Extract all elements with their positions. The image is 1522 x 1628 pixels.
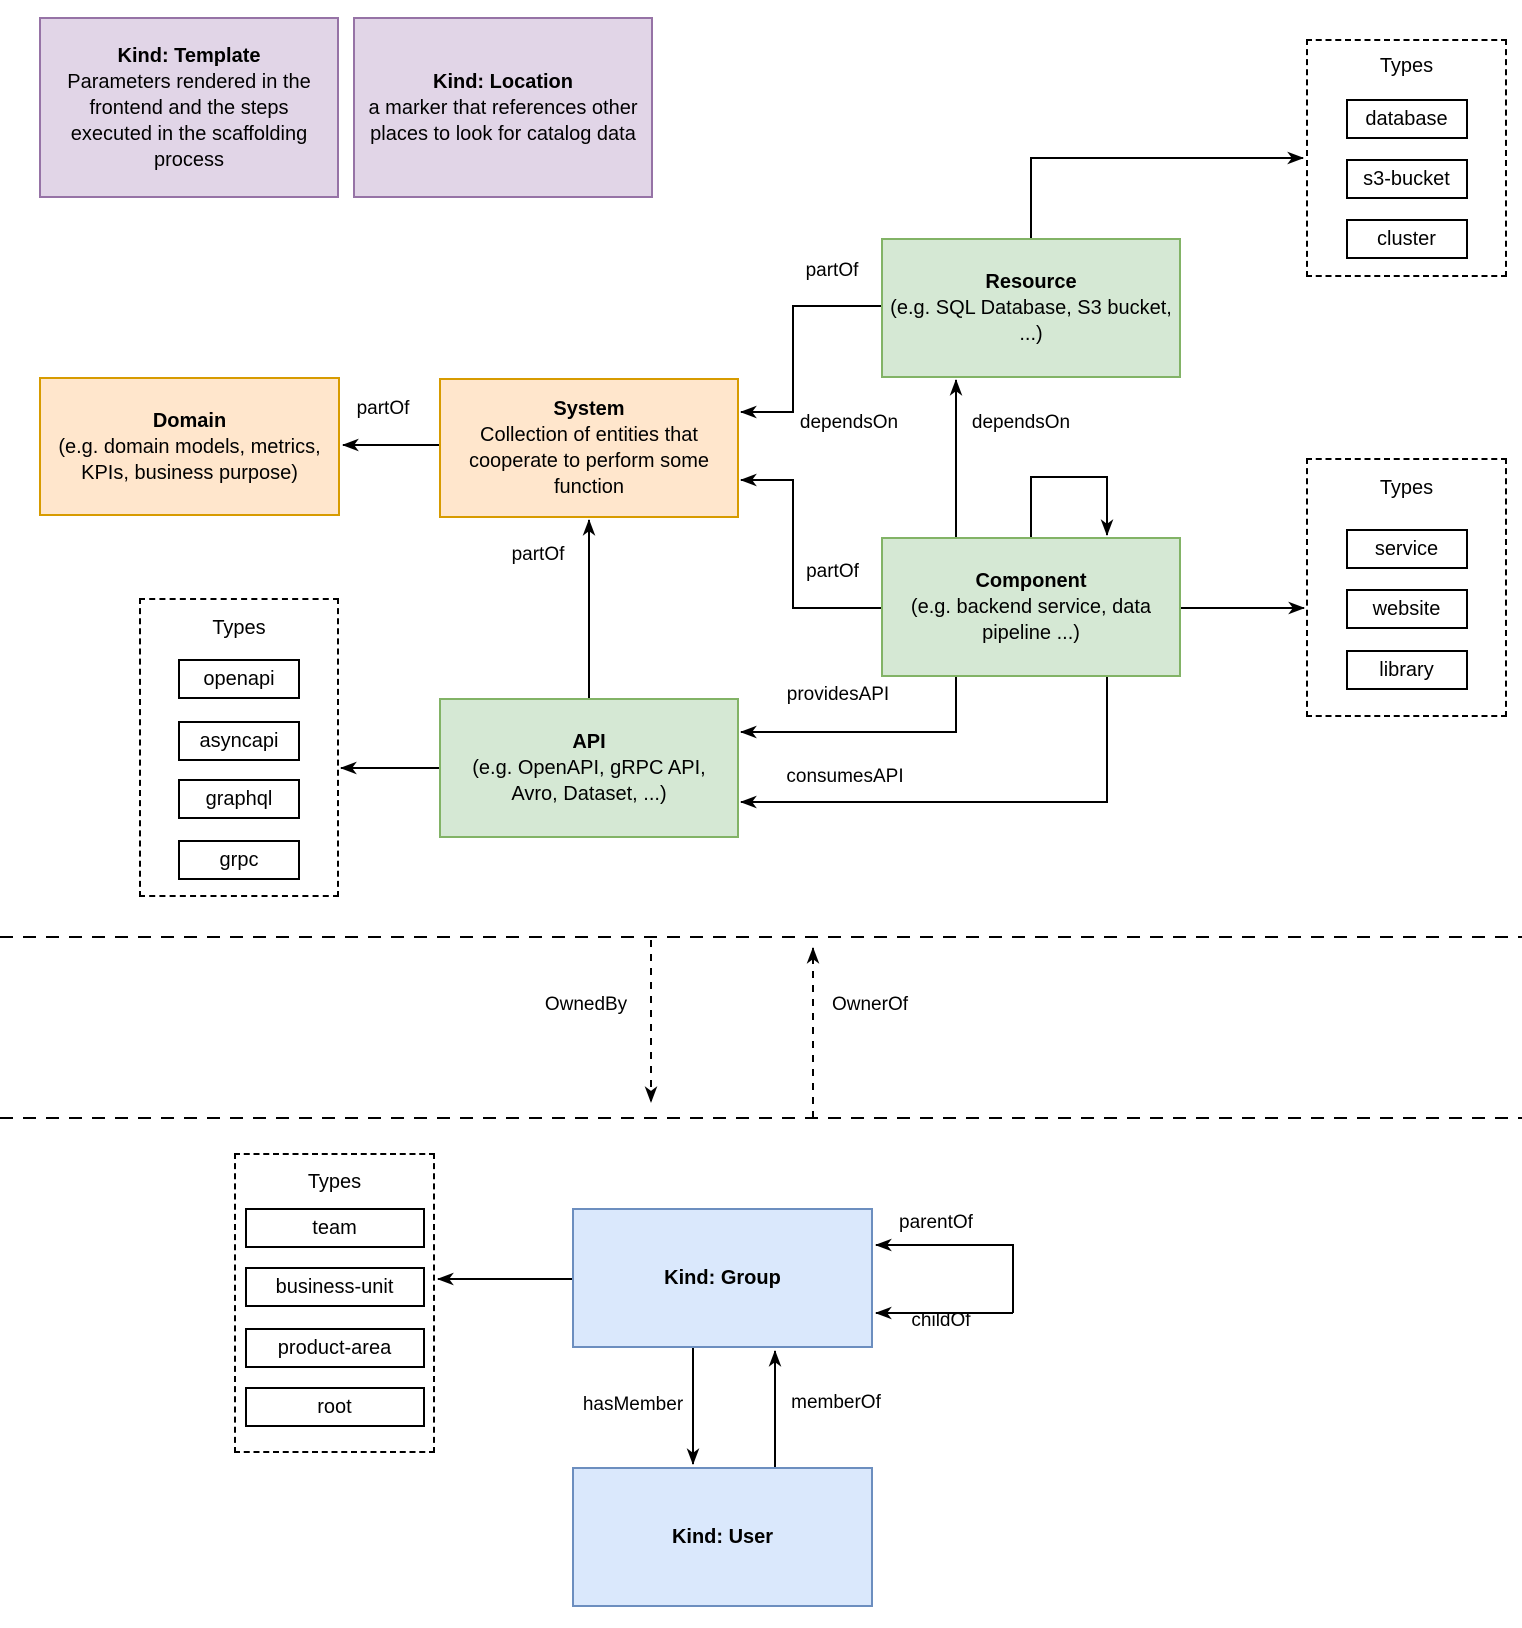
types-title: Types xyxy=(1379,477,1434,499)
edge-label-dependson: dependsOn xyxy=(799,412,899,433)
node-domain: Domain (e.g. domain models, metrics, KPI… xyxy=(39,377,340,516)
edge-label-providesapi: providesAPI xyxy=(786,684,890,705)
node-description: Collection of entities that cooperate to… xyxy=(468,424,710,498)
edge-label-childof: childOf xyxy=(911,1310,971,1331)
type-item: library xyxy=(1345,650,1468,690)
node-title: Kind: Group xyxy=(664,1267,781,1289)
type-item: s3-bucket xyxy=(1345,159,1468,199)
node-title: System xyxy=(553,398,625,420)
edge-label-memberof: memberOf xyxy=(791,1392,881,1413)
edge-label-partof: partOf xyxy=(806,561,859,582)
node-component: Component (e.g. backend service, data pi… xyxy=(881,537,1181,677)
node-title: Component xyxy=(975,570,1087,592)
type-item: business-unit xyxy=(244,1267,425,1307)
edge-label-consumesapi: consumesAPI xyxy=(786,766,904,787)
type-item: database xyxy=(1345,99,1468,139)
node-title: Kind: Template xyxy=(117,44,261,67)
edge-label-partof: partOf xyxy=(511,544,565,565)
node-kind-user: Kind: User xyxy=(572,1467,873,1607)
types-cluster-resource: Types database s3-bucket cluster xyxy=(1306,39,1507,277)
types-cluster-api: Types openapi asyncapi graphql grpc xyxy=(139,598,339,897)
node-title: API xyxy=(572,731,606,753)
node-description: Parameters rendered in the frontend and … xyxy=(67,70,311,171)
type-item: asyncapi xyxy=(178,721,300,761)
node-description: (e.g. OpenAPI, gRPC API, Avro, Dataset, … xyxy=(472,757,706,805)
type-item: website xyxy=(1345,589,1468,629)
type-item: graphql xyxy=(178,779,300,819)
type-item: cluster xyxy=(1345,219,1468,259)
types-title: Types xyxy=(307,1171,362,1193)
edge-label-hasmember: hasMember xyxy=(582,1394,684,1415)
edge-parentof xyxy=(874,1238,1014,1313)
node-system: System Collection of entities that coope… xyxy=(439,378,739,518)
node-title: Resource xyxy=(985,271,1077,293)
node-resource: Resource (e.g. SQL Database, S3 bucket, … xyxy=(881,238,1181,378)
edge-resource-to-types xyxy=(1030,151,1305,238)
edge-label-partof: partOf xyxy=(805,260,859,281)
edge-label-ownerof: OwnerOf xyxy=(831,994,909,1015)
type-item: product-area xyxy=(244,1328,425,1368)
node-kind-group: Kind: Group xyxy=(572,1208,873,1348)
node-kind-template: Kind: Template Parameters rendered in th… xyxy=(39,17,339,198)
node-description: (e.g. SQL Database, S3 bucket, ...) xyxy=(890,297,1172,345)
edge-partof-component-system xyxy=(739,473,881,609)
node-title: Kind: Location xyxy=(433,70,573,93)
edge-partof-resource-system xyxy=(739,305,881,419)
edge-label-parentof: parentOf xyxy=(899,1212,973,1233)
type-item: team xyxy=(244,1208,425,1248)
type-item: service xyxy=(1345,529,1468,569)
edge-label-ownedby: OwnedBy xyxy=(544,994,628,1015)
node-description: a marker that references other places to… xyxy=(368,96,638,145)
edge-label-partof: partOf xyxy=(356,398,410,419)
type-item: root xyxy=(244,1387,425,1427)
edge-dependson-self xyxy=(1030,476,1114,537)
types-cluster-group: Types team business-unit product-area ro… xyxy=(234,1153,435,1453)
types-cluster-component: Types service website library xyxy=(1306,458,1507,717)
type-item: grpc xyxy=(178,840,300,880)
node-title: Domain xyxy=(152,409,227,432)
types-title: Types xyxy=(1379,55,1434,77)
types-title: Types xyxy=(212,617,266,639)
edge-label-dependson: dependsOn xyxy=(971,412,1071,433)
node-description: (e.g. backend service, data pipeline ...… xyxy=(910,596,1152,644)
node-title: Kind: User xyxy=(671,1526,774,1548)
type-item: openapi xyxy=(178,659,300,699)
node-kind-location: Kind: Location a marker that references … xyxy=(353,17,653,198)
node-description: (e.g. domain models, metrics, KPIs, busi… xyxy=(58,435,321,484)
node-api: API (e.g. OpenAPI, gRPC API, Avro, Datas… xyxy=(439,698,739,838)
